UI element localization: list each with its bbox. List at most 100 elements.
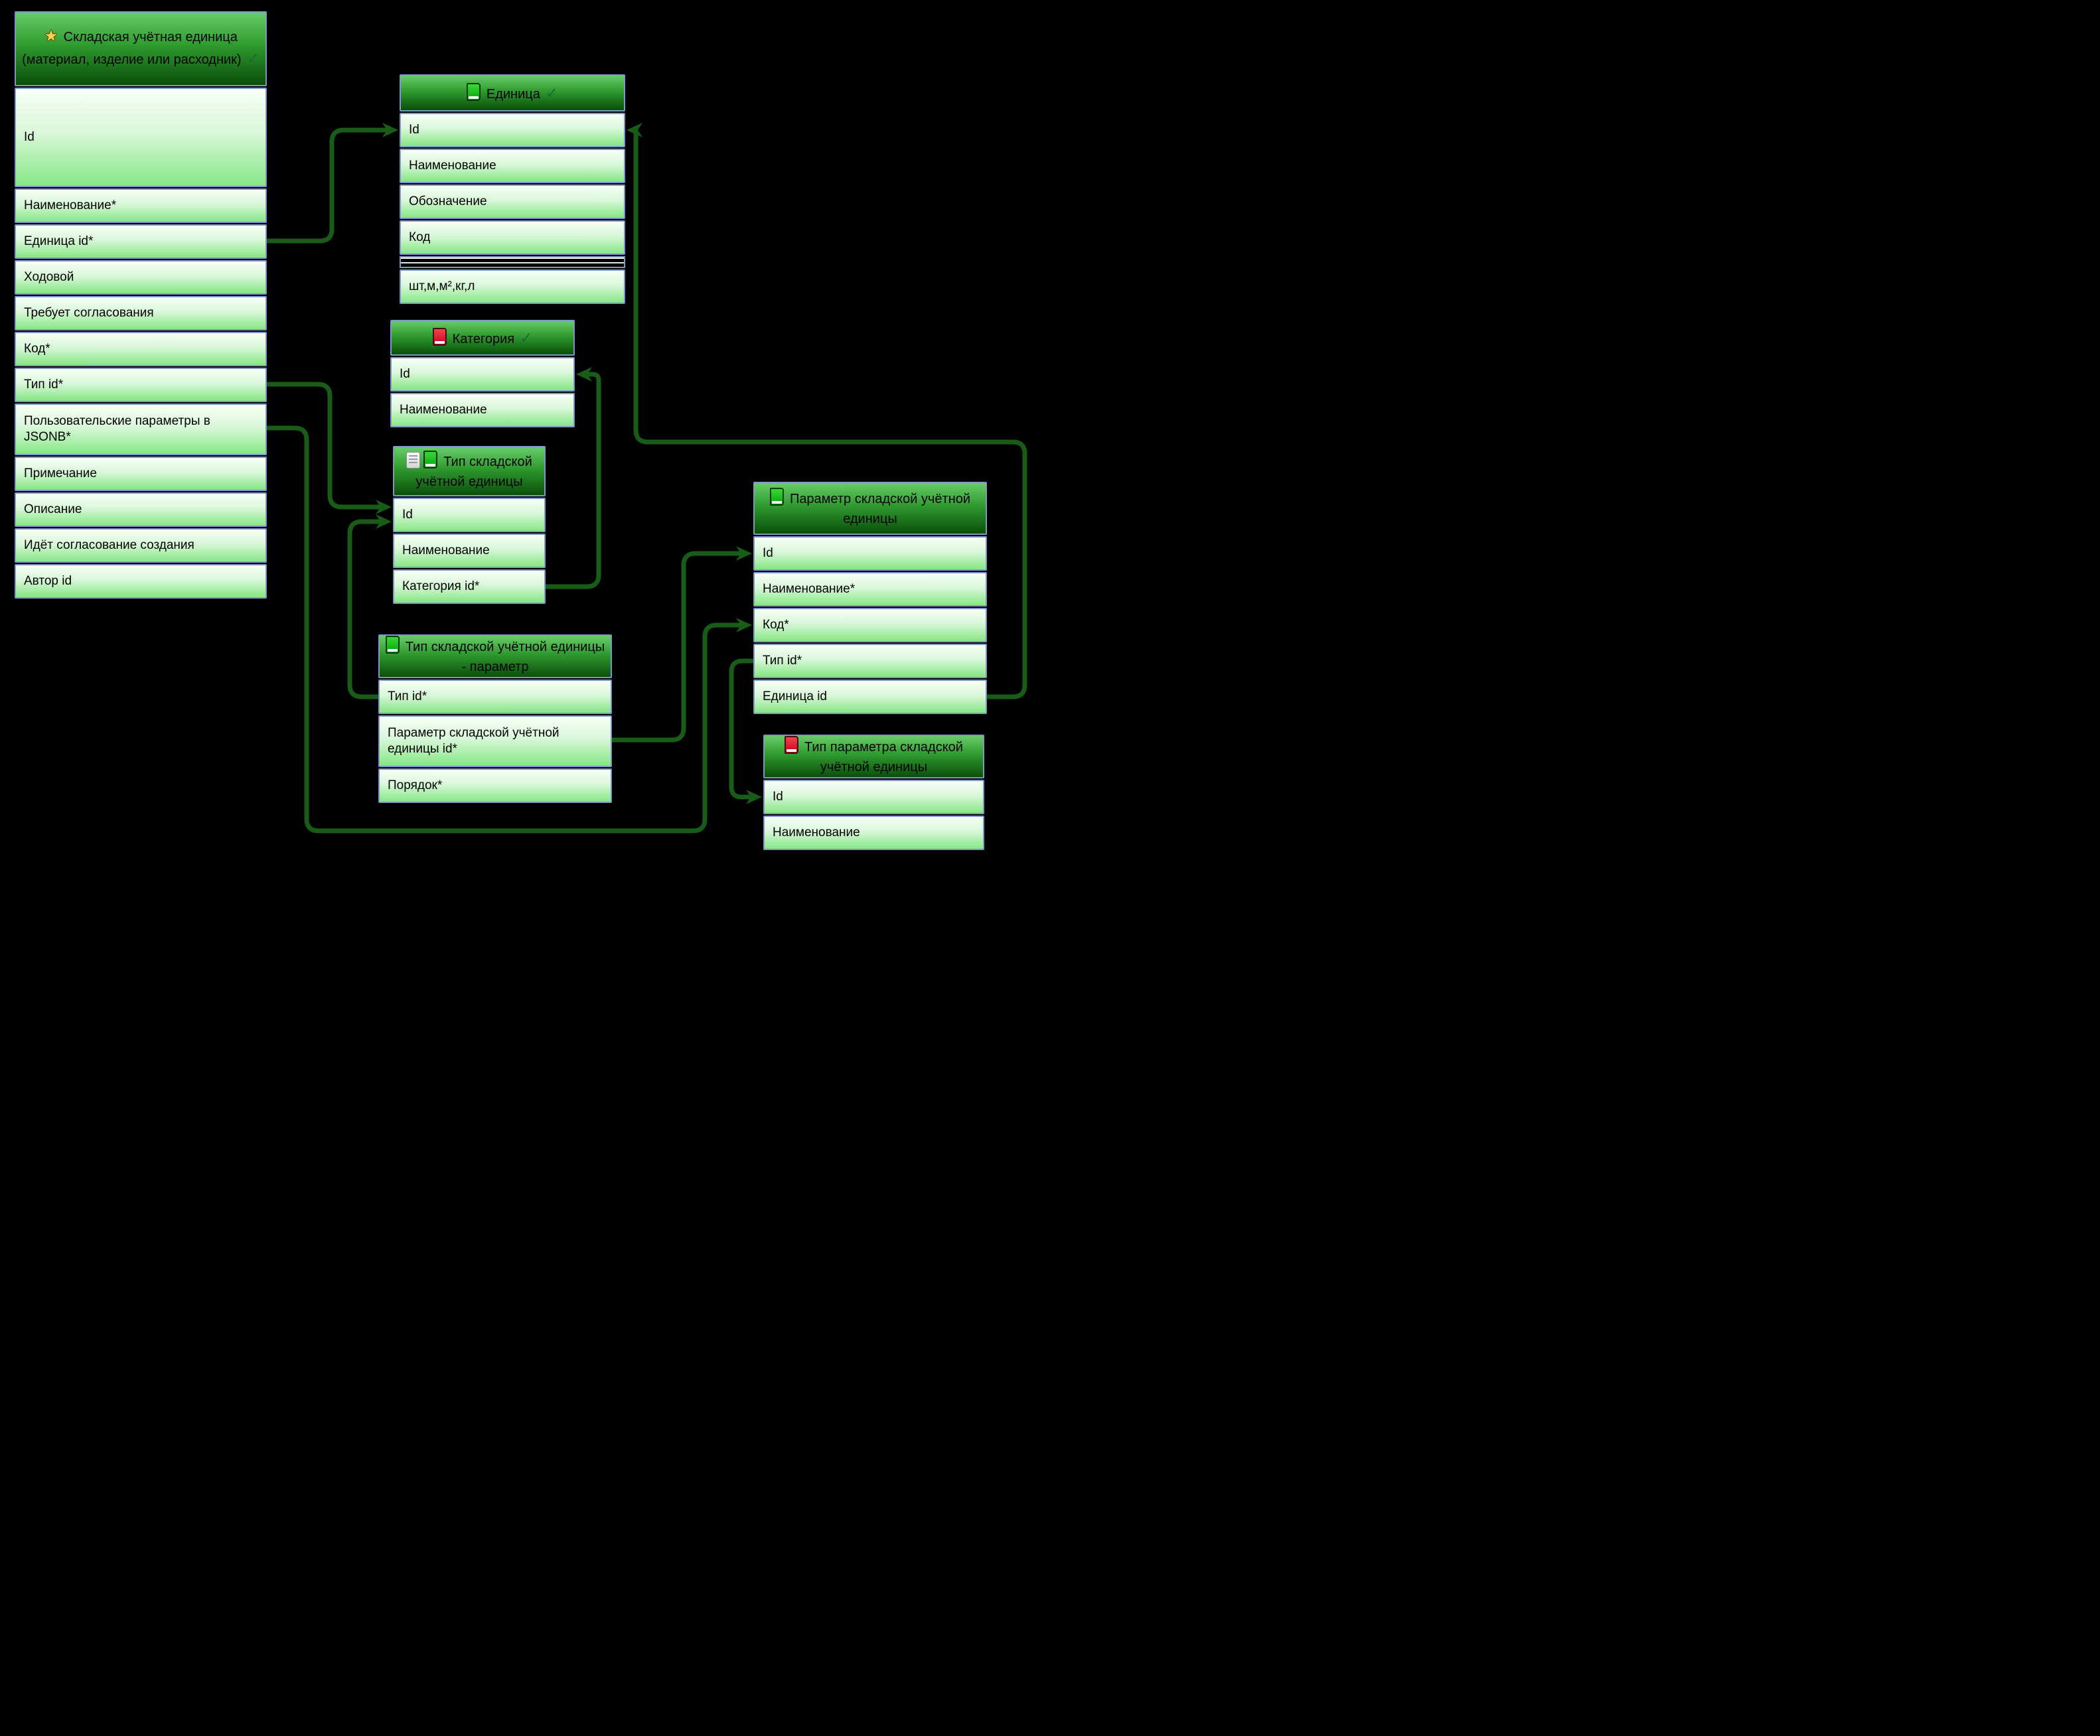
table-sku[interactable]: ★Складская учётная единица (материал, из… bbox=[15, 11, 267, 599]
field-label: Id bbox=[402, 508, 413, 522]
field-label: Код* bbox=[763, 618, 789, 632]
connection-fk-sku-skutype[interactable] bbox=[267, 382, 392, 514]
table-header-sku-type-param[interactable]: Тип складской учётной единицы - параметр bbox=[378, 634, 612, 678]
connector-layer bbox=[267, 123, 1027, 833]
table-header-param[interactable]: Параметр складской учётной единицы bbox=[753, 482, 987, 535]
table-field-row[interactable]: Наименование bbox=[390, 393, 575, 427]
table-field-row[interactable]: Код* bbox=[15, 332, 267, 366]
field-label: Тип id* bbox=[24, 378, 64, 392]
table-field-row[interactable]: Наименование bbox=[393, 534, 546, 568]
green-book-icon bbox=[466, 82, 481, 101]
table-field-row[interactable]: Id bbox=[753, 536, 987, 571]
table-field-row[interactable]: Категория id* bbox=[393, 569, 546, 604]
table-sku-type-param[interactable]: Тип складской учётной единицы - параметр… bbox=[378, 634, 612, 803]
table-field-row[interactable]: Требует согласования bbox=[15, 296, 267, 330]
check-icon: ✓ bbox=[545, 84, 559, 102]
table-header-category[interactable]: Категория✓ bbox=[390, 320, 575, 356]
field-label: Обозначение bbox=[409, 194, 487, 209]
field-label: Порядок* bbox=[388, 778, 443, 793]
field-label: Id bbox=[400, 367, 410, 382]
table-field-row[interactable]: Наименование* bbox=[15, 188, 267, 223]
table-field-row[interactable]: Порядок* bbox=[378, 768, 612, 803]
field-label: Требует согласования bbox=[24, 306, 154, 321]
field-label: Код bbox=[409, 230, 431, 245]
table-title-param-type: Тип параметра складской учётной единицы bbox=[770, 736, 978, 777]
table-field-row[interactable]: Описание bbox=[15, 492, 267, 527]
table-title-text: Тип складской учётной единицы bbox=[415, 455, 532, 489]
table-field-row[interactable]: Единица id* bbox=[15, 224, 267, 259]
field-label: Id bbox=[409, 123, 419, 137]
field-label: Примечание bbox=[24, 467, 97, 481]
red-book-icon bbox=[432, 327, 447, 346]
connection-fk-param-paramtype[interactable] bbox=[729, 658, 762, 804]
table-field-row[interactable]: Id bbox=[393, 498, 546, 532]
table-field-row[interactable]: Автор id bbox=[15, 564, 267, 599]
field-label: Тип id* bbox=[388, 689, 427, 704]
table-header-sku[interactable]: ★Складская учётная единица (материал, из… bbox=[15, 11, 267, 86]
table-field-row[interactable]: Наименование* bbox=[753, 572, 987, 607]
table-field-row[interactable]: Код* bbox=[753, 608, 987, 642]
table-field-row[interactable]: Обозначение bbox=[400, 184, 625, 219]
table-title-sku-type: Тип складской учётной единицы bbox=[400, 451, 539, 492]
field-label: Категория id* bbox=[402, 579, 480, 594]
field-label: Ходовой bbox=[24, 270, 74, 285]
field-label: Единица id* bbox=[24, 234, 94, 249]
field-label: Наименование bbox=[400, 403, 487, 417]
table-header-sku-type[interactable]: Тип складской учётной единицы bbox=[393, 446, 546, 496]
connection-fk-param-unit[interactable] bbox=[627, 123, 1027, 699]
connection-fk-sku-unit[interactable] bbox=[267, 123, 398, 244]
field-label: шт,м,м²,кг,л bbox=[409, 279, 475, 294]
table-field-row[interactable]: Тип id* bbox=[15, 368, 267, 402]
table-title-unit: Единица ✓ bbox=[466, 82, 559, 105]
table-title-sku: ★Складская учётная единица (материал, из… bbox=[21, 27, 260, 70]
table-field-row[interactable]: Наименование bbox=[400, 149, 625, 183]
table-title-sku-type-param: Тип складской учётной единицы - параметр bbox=[385, 636, 605, 677]
arrowhead-icon bbox=[382, 123, 398, 137]
field-label: Код* bbox=[24, 342, 50, 356]
field-label: Параметр складской учётной единицы id* bbox=[388, 726, 560, 756]
table-field-row[interactable]: Id bbox=[763, 780, 984, 814]
table-field-row[interactable]: Id bbox=[390, 357, 575, 392]
arrowhead-icon bbox=[576, 367, 592, 382]
table-header-param-type[interactable]: Тип параметра складской учётной единицы bbox=[763, 735, 984, 778]
table-field-row[interactable]: Тип id* bbox=[378, 680, 612, 714]
arrowhead-icon bbox=[376, 514, 392, 529]
table-title-param: Параметр складской учётной единицы bbox=[760, 488, 980, 529]
table-title-text: Параметр складской учётной единицы bbox=[789, 492, 971, 526]
table-field-row[interactable]: Код bbox=[400, 220, 625, 255]
field-label: Id bbox=[773, 790, 783, 804]
table-field-row[interactable]: Примечание bbox=[15, 457, 267, 491]
table-field-row[interactable]: Единица id bbox=[753, 680, 987, 714]
table-field-row[interactable]: Ходовой bbox=[15, 260, 267, 295]
connection-fk-skutypeparam-skutype[interactable] bbox=[347, 514, 392, 699]
arrowhead-icon bbox=[627, 123, 642, 137]
field-label: Наименование* bbox=[24, 198, 117, 213]
table-title-text: Тип складской учётной единицы - параметр bbox=[405, 640, 605, 674]
table-field-row[interactable]: Тип id* bbox=[753, 644, 987, 678]
table-title-text: Единица bbox=[486, 86, 540, 102]
field-label: Идёт согласование создания bbox=[24, 538, 194, 553]
table-data-row[interactable]: шт,м,м²,кг,л bbox=[400, 269, 625, 304]
field-label: Описание bbox=[24, 502, 82, 517]
diagram-stage: ★Складская учётная единица (материал, из… bbox=[0, 0, 1050, 868]
table-field-row[interactable]: Параметр складской учётной единицы id* bbox=[378, 715, 612, 767]
table-field-row[interactable]: Id bbox=[15, 88, 267, 187]
connection-fk-skutype-category[interactable] bbox=[546, 367, 601, 589]
connection-fk-skutypeparam-param[interactable] bbox=[612, 546, 752, 743]
table-field-row[interactable]: Пользовательские параметры в JSONB* bbox=[15, 403, 267, 455]
table-field-row[interactable]: Id bbox=[400, 113, 625, 147]
table-separator bbox=[400, 256, 625, 268]
green-book-icon bbox=[385, 636, 400, 654]
connection-fk-sku-jsonb-paramcode[interactable] bbox=[267, 425, 752, 833]
table-header-unit[interactable]: Единица ✓ bbox=[400, 74, 625, 111]
green-book-icon bbox=[769, 488, 784, 506]
scroll-icon bbox=[406, 452, 421, 469]
field-label: Наименование bbox=[402, 543, 490, 558]
table-field-row[interactable]: Наименование bbox=[763, 816, 984, 850]
table-field-row[interactable]: Идёт согласование создания bbox=[15, 528, 267, 563]
